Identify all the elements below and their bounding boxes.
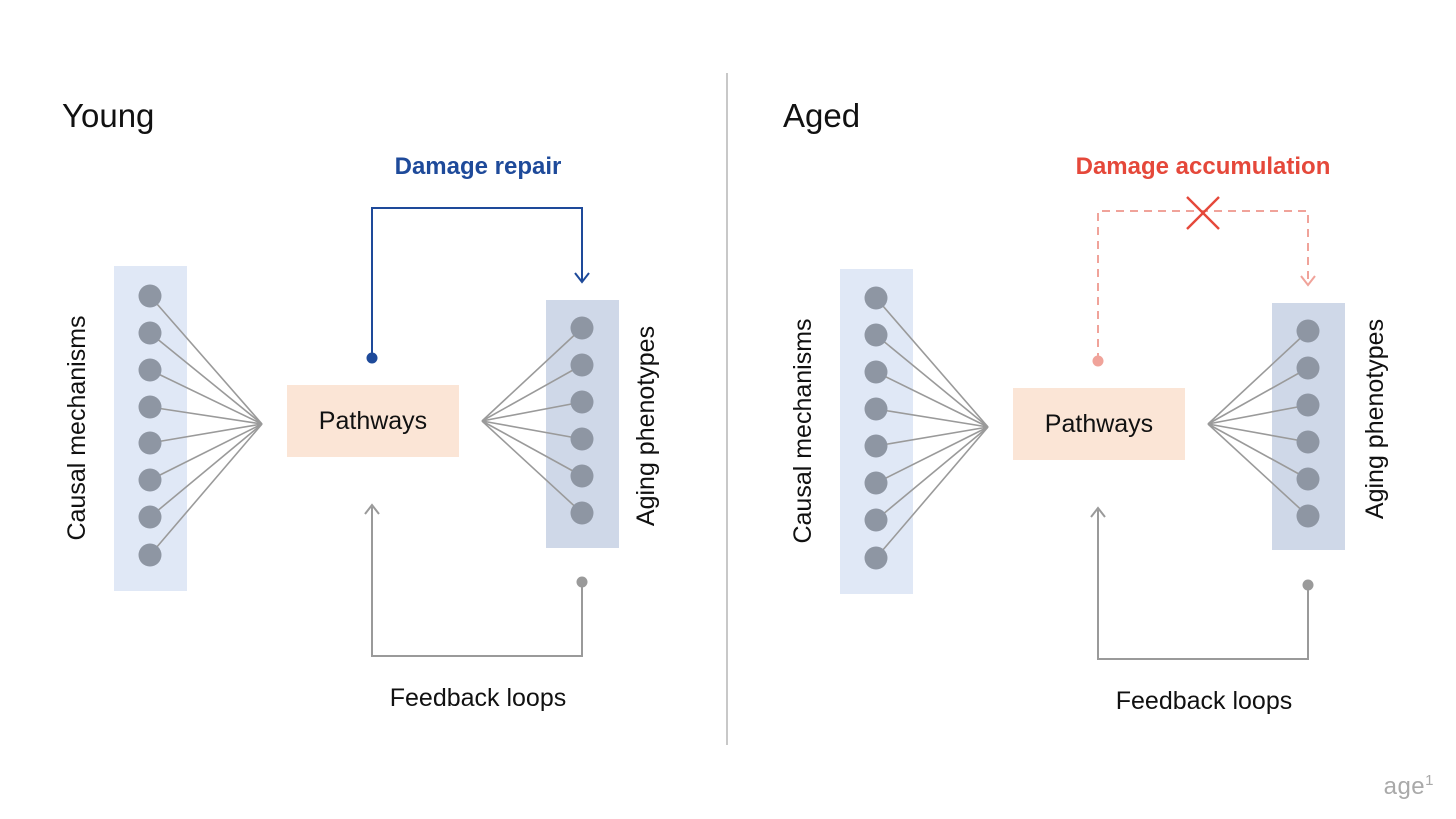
causal-node [138, 284, 162, 308]
causal-node [138, 505, 162, 529]
causal-node [138, 358, 162, 382]
phenotype-nodes [1296, 319, 1320, 528]
brand-logo-sup: 1 [1425, 772, 1434, 789]
causal-node [864, 397, 888, 421]
causal-node [138, 395, 162, 419]
pathways-box: Pathways [1013, 388, 1185, 460]
blocked-x-icon [1186, 196, 1220, 230]
phenotype-connectors [481, 327, 583, 514]
phenotype-node [1296, 356, 1320, 380]
aged-title: Aged [783, 97, 861, 134]
phenotype-node [570, 427, 594, 451]
phenotype-connectors [1207, 330, 1309, 517]
pathways-label: Pathways [1044, 409, 1154, 438]
damage-accumulation-label: Damage accumulation [1075, 153, 1331, 180]
causal-node [864, 471, 888, 495]
causal-node [864, 508, 888, 532]
feedback-loops-label: Feedback loops [389, 684, 567, 712]
causal-node [138, 468, 162, 492]
phenotype-node [570, 316, 594, 340]
feedback-loop-arrow [1090, 506, 1314, 660]
damage-repair-arrow [366, 207, 590, 364]
phenotype-node [570, 353, 594, 377]
feedback-loops-label: Feedback loops [1115, 687, 1293, 715]
phenotype-node [1296, 319, 1320, 343]
phenotype-node [1296, 430, 1320, 454]
phenotype-node [1296, 504, 1320, 528]
causal-node [864, 434, 888, 458]
phenotype-node [570, 464, 594, 488]
brand-logo-text: age [1383, 773, 1426, 800]
damage-accumulation-arrow [1092, 210, 1316, 367]
causal-node [864, 323, 888, 347]
causal-column [114, 266, 187, 591]
causal-node [138, 543, 162, 567]
young-panel: Young Damage repair Causal mechanisms Pa… [0, 0, 727, 819]
brand-logo: age1 [1384, 772, 1434, 801]
pathways-box: Pathways [287, 385, 459, 457]
phenotype-node [1296, 467, 1320, 491]
phenotype-nodes [570, 316, 594, 525]
causal-node [138, 431, 162, 455]
phenotype-node [1296, 393, 1320, 417]
phenotype-node [570, 501, 594, 525]
causal-nodes [138, 284, 162, 567]
young-title: Young [62, 97, 155, 134]
causal-connectors [875, 297, 989, 559]
causal-nodes [864, 286, 888, 570]
aged-panel: Aged Damage accumulation Causal mechanis… [727, 0, 1456, 819]
feedback-loop-arrow [364, 503, 588, 657]
damage-repair-label: Damage repair [394, 153, 562, 180]
causal-node [864, 546, 888, 570]
pathways-label: Pathways [318, 406, 428, 435]
causal-column [840, 269, 913, 594]
phenotype-node [570, 390, 594, 414]
panel-divider [726, 73, 728, 745]
causal-node [138, 321, 162, 345]
causal-node [864, 360, 888, 384]
causal-connectors [149, 295, 263, 556]
causal-node [864, 286, 888, 310]
